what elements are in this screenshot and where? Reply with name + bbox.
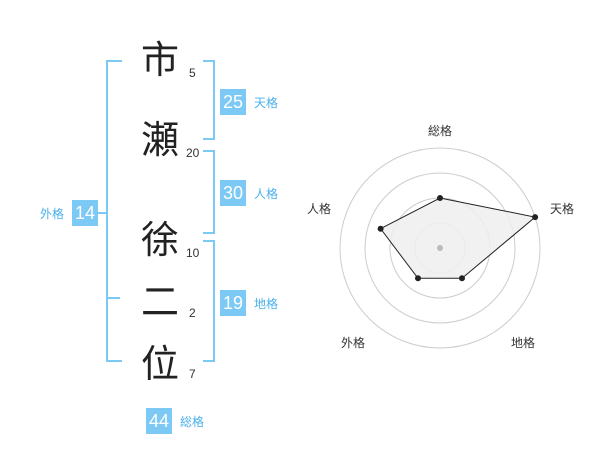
chikaku-value-badge: 19 [220, 290, 246, 316]
soukaku-value-badge: 44 [146, 408, 172, 434]
name-char-2: 瀬 [140, 118, 179, 162]
name-char-3: 徐 [140, 218, 179, 262]
stroke-count-1: 5 [189, 66, 196, 80]
radar-chart [339, 147, 541, 349]
tenkaku-label: 天格 [254, 96, 279, 110]
name-char-5: 位 [140, 342, 179, 386]
radar-point-upper_left [377, 225, 384, 232]
stroke-count-5: 7 [189, 367, 196, 381]
soukaku-label: 総格 [180, 415, 205, 429]
tenkaku-bracket [203, 60, 215, 140]
radar-label-soukaku: 総格 [428, 124, 453, 138]
name-char-1: 市 [140, 38, 179, 82]
radar-points [377, 195, 539, 282]
radar-point-lower_left [415, 275, 421, 282]
radar-label-gaikaku: 外格 [341, 336, 366, 350]
chikaku-bracket [203, 240, 215, 362]
radar-label-chikaku: 地格 [511, 336, 536, 350]
radar-label-tenkaku: 天格 [550, 202, 575, 216]
radar-ring-4 [339, 147, 541, 349]
radar-point-lower_right [459, 275, 465, 282]
gaikaku-value-badge: 14 [72, 200, 98, 226]
tenkaku-value-badge: 25 [220, 89, 246, 115]
radar-shape [379, 197, 537, 279]
radar-center-dot [437, 245, 443, 251]
stroke-count-3: 10 [186, 246, 200, 260]
radar-ring-3 [364, 172, 516, 324]
stroke-count-2: 20 [186, 146, 200, 160]
radar-point-upper_right [532, 214, 539, 221]
gaikaku-bracket-divider [106, 297, 120, 299]
gaikaku-label: 外格 [40, 207, 65, 221]
jinkaku-value-badge: 30 [220, 180, 246, 206]
gaikaku-bracket [106, 60, 122, 362]
name-char-4: 二 [140, 280, 179, 324]
gaikaku-bracket-tick [96, 212, 106, 214]
chikaku-label: 地格 [254, 297, 279, 311]
radar-label-jinkaku: 人格 [307, 202, 332, 216]
stroke-count-4: 2 [189, 306, 196, 320]
jinkaku-label: 人格 [254, 187, 279, 201]
jinkaku-bracket [203, 150, 215, 234]
radar-point-top [437, 195, 443, 201]
